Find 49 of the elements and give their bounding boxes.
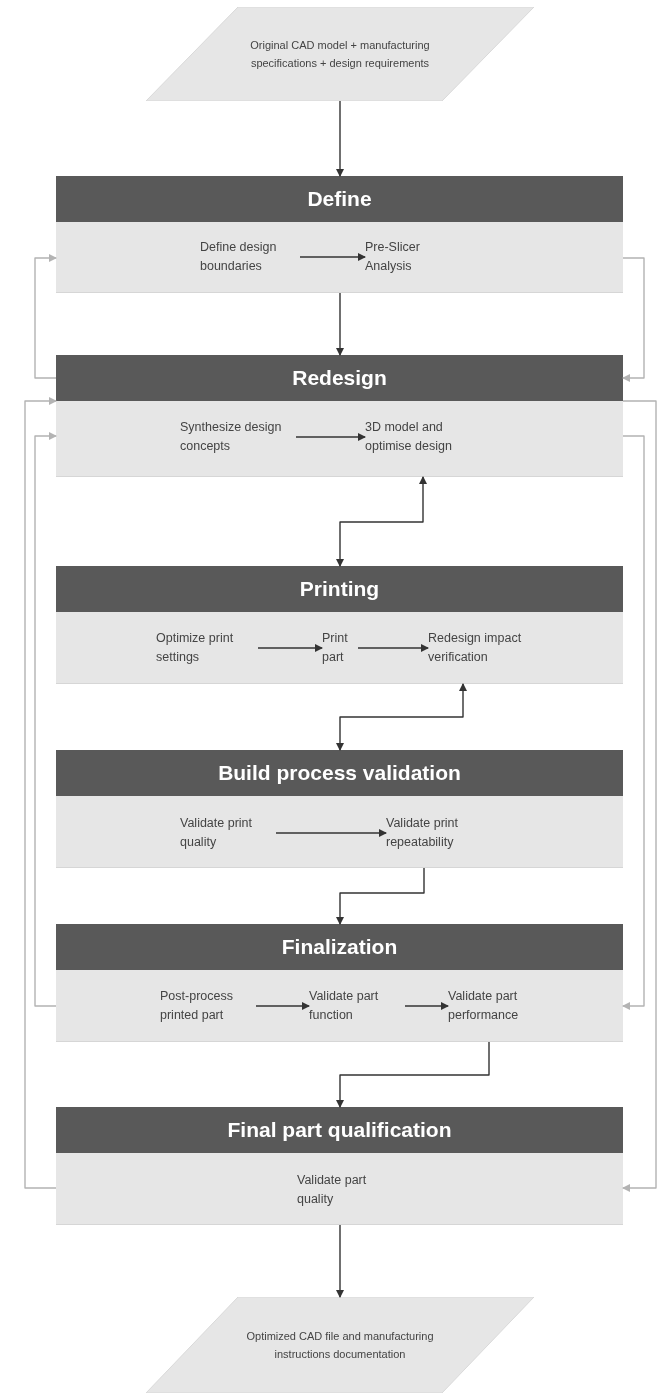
step-label: Redesign impact verification — [428, 628, 550, 668]
node-text: Optimized CAD file and manufacturing instructions documentation — [245, 1329, 435, 1362]
stage-header: Redesign — [56, 355, 623, 401]
arrow — [404, 1002, 449, 1010]
arrow — [255, 1002, 310, 1010]
feedback-arrow — [34, 254, 57, 379]
stage-panel — [56, 355, 623, 477]
step-label: Optimize print settings — [156, 628, 258, 668]
arrow — [295, 433, 366, 441]
stage-header: Define — [56, 176, 623, 222]
stage-header: Finalization — [56, 924, 623, 970]
arrow — [275, 829, 387, 837]
step-label: Define design boundaries — [200, 238, 300, 276]
feedback-arrow — [622, 435, 645, 1010]
feedback-arrow — [34, 432, 57, 1007]
feedback-arrow — [24, 397, 57, 1189]
stage-panel — [56, 924, 623, 1042]
step-label: Validate part function — [309, 986, 405, 1026]
stage-header: Printing — [56, 566, 623, 612]
feedback-arrow — [622, 257, 645, 382]
feedback-arrow — [622, 400, 657, 1192]
arrow — [336, 867, 425, 925]
step-label: Validate print quality — [180, 813, 276, 853]
stage-panel — [56, 566, 623, 684]
step-label: Validate print repeatability — [386, 813, 486, 853]
stage-panel — [56, 750, 623, 868]
arrow — [357, 644, 429, 652]
stage-header: Build process validation — [56, 750, 623, 796]
arrow — [257, 644, 323, 652]
data-parallelogram — [146, 1297, 534, 1393]
step-label: Post-process printed part — [160, 986, 256, 1026]
data-parallelogram — [146, 7, 534, 101]
step-label: Validate part performance — [448, 986, 548, 1026]
arrow — [336, 1224, 344, 1298]
step-label: Pre-Slicer Analysis — [365, 238, 441, 276]
stage-header: Final part qualification — [56, 1107, 623, 1153]
arrow — [336, 100, 344, 177]
stage-panel — [56, 176, 623, 293]
step-label: 3D model and optimise design — [365, 418, 483, 456]
arrow — [299, 253, 366, 261]
arrow — [336, 683, 467, 751]
arrow — [336, 476, 427, 567]
arrow — [336, 292, 344, 356]
step-label: Synthesize design concepts — [180, 418, 296, 456]
step-label: Validate part quality — [297, 1170, 393, 1210]
step-label: Print part — [322, 628, 358, 668]
arrow — [336, 1041, 490, 1108]
node-text: Original CAD model + manufacturing specifications + design requirements — [249, 38, 431, 71]
stage-panel — [56, 1107, 623, 1225]
